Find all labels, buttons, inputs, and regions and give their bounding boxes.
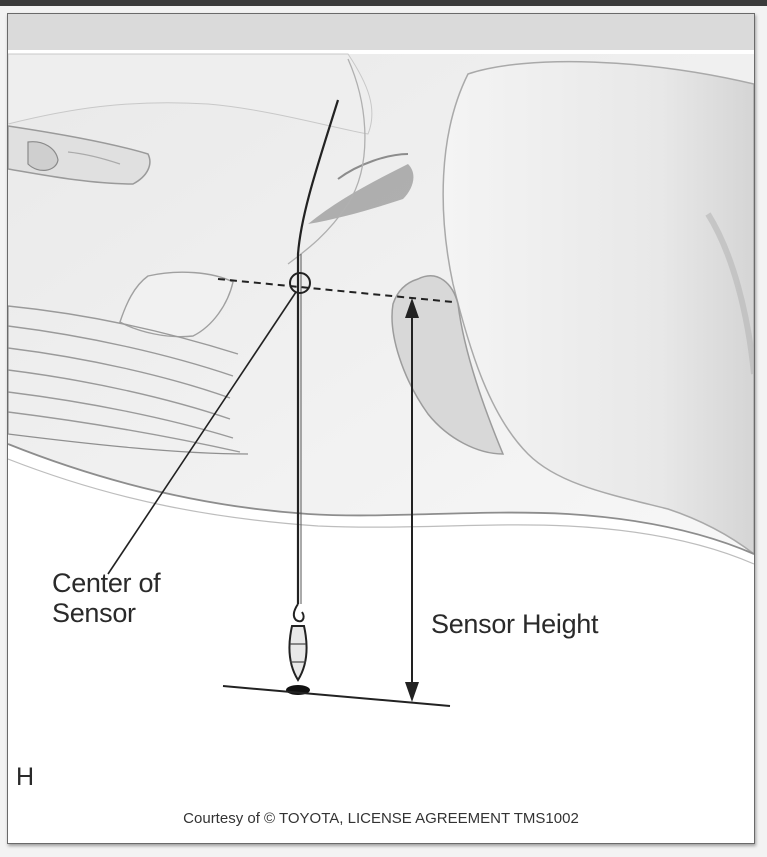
hood-area — [8, 53, 373, 135]
sensor-height-arrow — [405, 298, 419, 702]
sensor-height-label: Sensor Height — [431, 609, 599, 639]
bumper-lower-lip — [8, 443, 754, 555]
center-vent — [308, 164, 414, 224]
figure-header-bar — [8, 14, 754, 50]
panel-letter: H — [16, 763, 34, 791]
sensor-center-marker — [289, 272, 311, 294]
ground-line — [222, 685, 451, 707]
figure-frame: Center of Sensor Sensor Height H Courtes… — [7, 13, 755, 844]
side-intake — [391, 275, 505, 455]
lower-grille — [8, 305, 241, 453]
center-label-leader — [107, 291, 297, 575]
plumb-line — [296, 99, 340, 604]
right-fender — [442, 60, 754, 555]
sensor-center-dashed-line — [217, 278, 454, 303]
image-credit: Courtesy of © TOYOTA, LICENSE AGREEMENT … — [183, 810, 579, 827]
window-top-bar — [0, 0, 767, 6]
plumb-bob — [286, 603, 310, 695]
sensor-height-diagram — [8, 53, 754, 707]
sensor-cover — [119, 271, 234, 338]
center-of-sensor-label: Center of Sensor — [52, 568, 161, 628]
